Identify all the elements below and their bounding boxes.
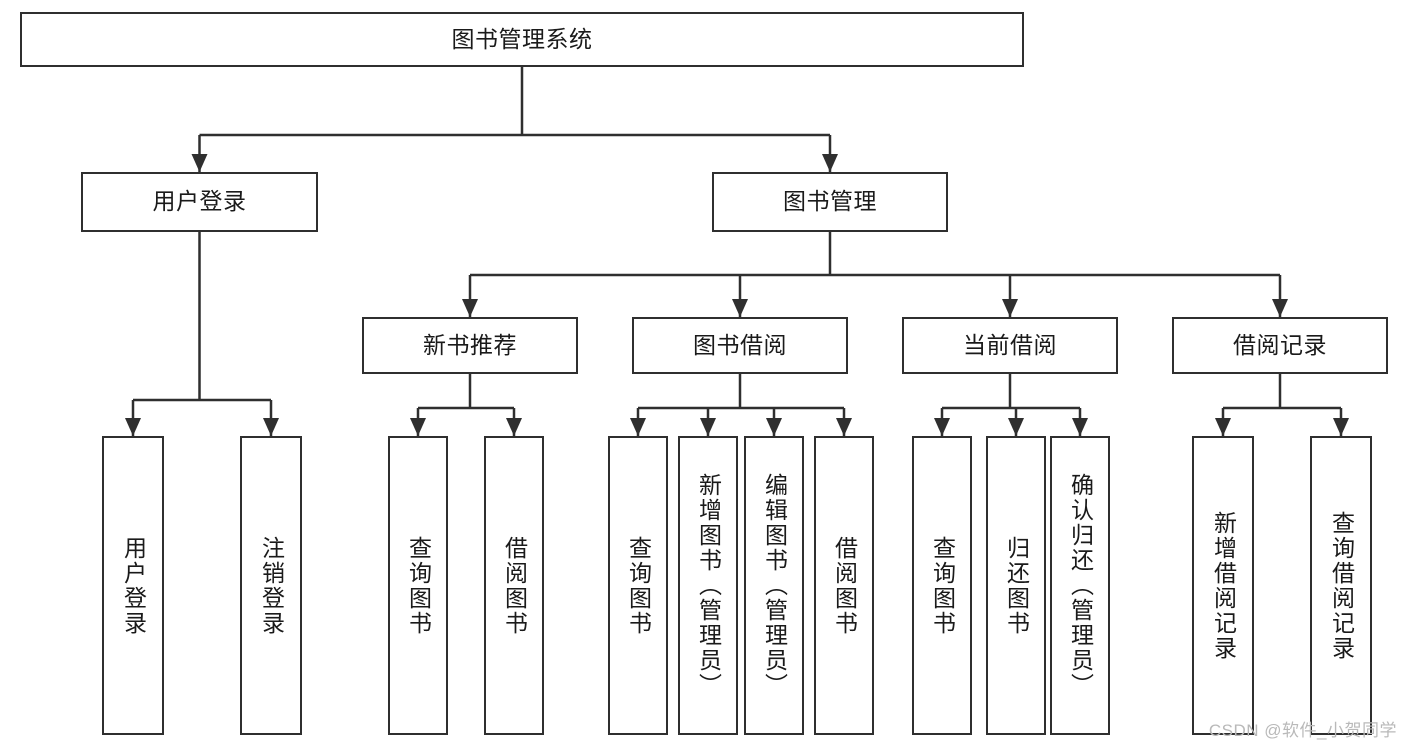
node-leaf-leaf-add-record[interactable]: 新增借阅记录 [1192, 436, 1254, 735]
node-root-root[interactable]: 图书管理系统 [20, 12, 1024, 67]
node-label: 图书借阅 [693, 331, 787, 358]
edge-arrowhead [822, 154, 838, 172]
edge-arrowhead [1215, 418, 1231, 436]
edge-arrowhead [506, 418, 522, 436]
edge-arrowhead [462, 299, 478, 317]
edge-arrowhead [934, 418, 950, 436]
node-leaf-leaf-logout[interactable]: 注销登录 [240, 436, 302, 735]
node-level3-current-borrow[interactable]: 当前借阅 [902, 317, 1118, 374]
edge-arrowhead [766, 418, 782, 436]
node-label: 借阅记录 [1233, 331, 1327, 358]
node-level2-user-login[interactable]: 用户登录 [81, 172, 318, 232]
node-leaf-leaf-query-book-3[interactable]: 查询图书 [912, 436, 972, 735]
node-label: 用户登录 [120, 535, 147, 636]
node-leaf-leaf-borrow-book-2[interactable]: 借阅图书 [814, 436, 874, 735]
node-level3-borrow-record[interactable]: 借阅记录 [1172, 317, 1388, 374]
node-label: 图书管理 [783, 188, 877, 215]
node-label: 注销登录 [258, 535, 285, 636]
node-label: 新增借阅记录 [1210, 510, 1237, 661]
node-label: 查询借阅记录 [1328, 510, 1355, 661]
node-label: 归还图书 [1003, 535, 1030, 636]
node-label: 查询图书 [625, 535, 652, 636]
node-label: 查询图书 [405, 535, 432, 636]
node-leaf-leaf-return-book[interactable]: 归还图书 [986, 436, 1046, 735]
node-label: 新书推荐 [423, 331, 517, 358]
node-leaf-leaf-add-book[interactable]: 新增图书（管理员） [678, 436, 738, 735]
edge-arrowhead [732, 299, 748, 317]
node-label: 查询图书 [929, 535, 956, 636]
node-leaf-leaf-query-book-1[interactable]: 查询图书 [388, 436, 448, 735]
node-level3-new-book-rec[interactable]: 新书推荐 [362, 317, 578, 374]
node-label: 借阅图书 [501, 535, 528, 636]
node-leaf-leaf-query-record[interactable]: 查询借阅记录 [1310, 436, 1372, 735]
edge-arrowhead [263, 418, 279, 436]
edge-arrowhead [1272, 299, 1288, 317]
edge-arrowhead [125, 418, 141, 436]
edge-arrowhead [1002, 299, 1018, 317]
node-label: 借阅图书 [831, 535, 858, 636]
edge-arrowhead [1072, 418, 1088, 436]
node-level2-book-manage[interactable]: 图书管理 [712, 172, 948, 232]
watermark: CSDN @软件_小贺同学 [1208, 721, 1397, 740]
node-leaf-leaf-query-book-2[interactable]: 查询图书 [608, 436, 668, 735]
node-label: 当前借阅 [963, 331, 1057, 358]
edge-arrowhead [836, 418, 852, 436]
node-label: 用户登录 [152, 188, 247, 215]
node-level3-book-borrow[interactable]: 图书借阅 [632, 317, 848, 374]
node-leaf-leaf-user-login[interactable]: 用户登录 [102, 436, 164, 735]
node-leaf-leaf-borrow-book-1[interactable]: 借阅图书 [484, 436, 544, 735]
edge-arrowhead [1008, 418, 1024, 436]
edge-arrowhead [191, 154, 208, 172]
edge-arrowhead [1333, 418, 1349, 436]
node-label: 编辑图书（管理员） [761, 473, 788, 698]
node-leaf-leaf-edit-book[interactable]: 编辑图书（管理员） [744, 436, 804, 735]
edge-arrowhead [410, 418, 426, 436]
edge-arrowhead [700, 418, 716, 436]
node-label: 确认归还（管理员） [1067, 473, 1094, 698]
node-label: 图书管理系统 [451, 25, 593, 52]
node-label: 新增图书（管理员） [695, 473, 722, 698]
edge-arrowhead [630, 418, 646, 436]
node-leaf-leaf-confirm-return[interactable]: 确认归还（管理员） [1050, 436, 1110, 735]
